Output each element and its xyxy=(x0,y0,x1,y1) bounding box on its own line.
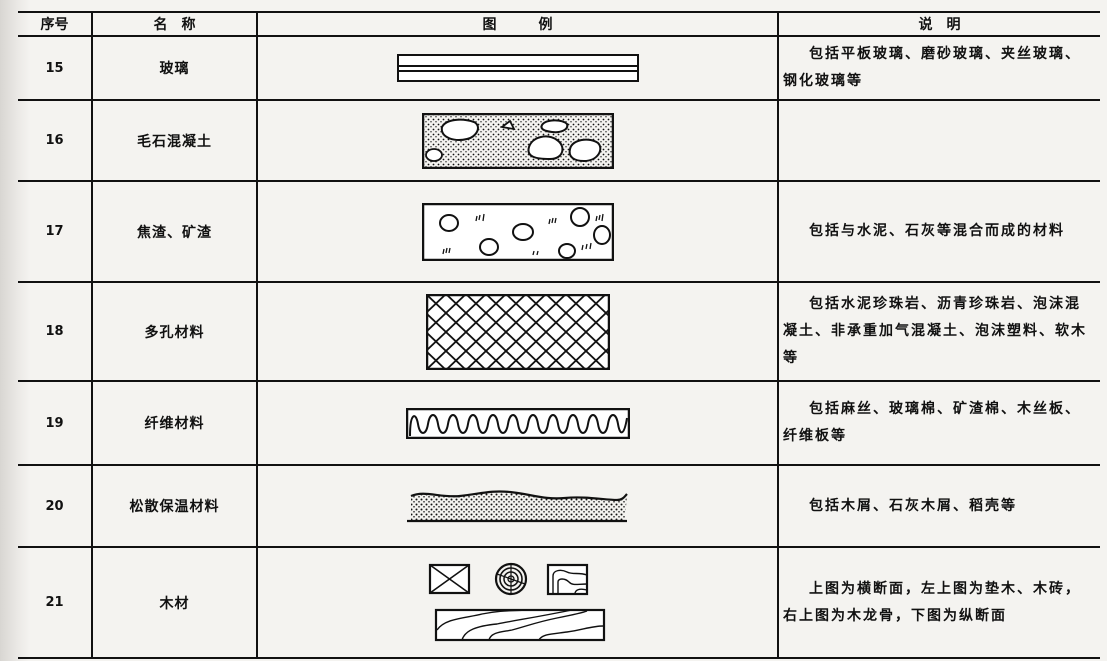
timber-rings-icon xyxy=(494,562,527,595)
table-row: 16 毛石混凝土 xyxy=(18,99,1100,182)
material-name: 毛石混凝土 xyxy=(91,99,257,182)
glass-pattern-icon xyxy=(396,54,639,82)
table-row: 17 焦渣、矿渣 xyxy=(18,180,1100,283)
table-row: 21 木材 xyxy=(18,546,1100,659)
material-description: 包括平板玻璃、磨砂玻璃、夹丝玻璃、钢化玻璃等 xyxy=(777,35,1100,101)
material-description: 包括木屑、石灰木屑、稻壳等 xyxy=(777,464,1100,548)
row-number: 15 xyxy=(18,35,92,101)
table-row: 15 玻璃 包括平板玻璃、磨砂玻璃、夹丝玻璃、钢化玻璃等 xyxy=(18,35,1100,101)
row-number: 18 xyxy=(18,281,92,382)
header-no: 序号 xyxy=(18,11,92,37)
table-row: 18 多孔材料 xyxy=(18,281,1100,382)
timber-joist-icon xyxy=(546,563,588,595)
timber-longitudinal-icon xyxy=(434,608,605,641)
row-number: 21 xyxy=(18,546,92,659)
figure-cell xyxy=(256,546,778,659)
table-row: 19 纤维材料 包括麻丝、玻璃棉、矿渣棉、木丝板、纤维板等 xyxy=(18,380,1100,466)
timber-sections-icon xyxy=(427,560,609,646)
material-name: 玻璃 xyxy=(91,35,257,101)
figure-cell xyxy=(256,99,778,182)
material-name: 纤维材料 xyxy=(91,380,257,466)
material-name: 多孔材料 xyxy=(91,281,257,382)
header-figure: 图 例 xyxy=(256,11,778,37)
row-number: 16 xyxy=(18,99,92,182)
material-description: 包括与水泥、石灰等混合而成的材料 xyxy=(777,180,1100,283)
figure-cell xyxy=(256,281,778,382)
header-name: 名 称 xyxy=(91,11,257,37)
table-row: 20 松散保温材料 xyxy=(18,464,1100,548)
porous-material-crosshatch-icon xyxy=(425,293,610,370)
rubble-concrete-pattern-icon xyxy=(421,112,614,169)
material-description: 上图为横断面，左上图为垫木、木砖，右上图为木龙骨，下图为纵断面 xyxy=(777,546,1100,659)
figure-cell xyxy=(256,35,778,101)
figure-cell xyxy=(256,380,778,466)
cinder-slag-pattern-icon xyxy=(421,202,614,261)
figure-cell xyxy=(256,464,778,548)
row-number: 17 xyxy=(18,180,92,283)
material-description xyxy=(777,99,1100,182)
row-number: 20 xyxy=(18,464,92,548)
figure-cell xyxy=(256,180,778,283)
material-name: 木材 xyxy=(91,546,257,659)
row-number: 19 xyxy=(18,380,92,466)
material-name: 松散保温材料 xyxy=(91,464,257,548)
header-description: 说 明 xyxy=(777,11,1100,37)
material-name: 焦渣、矿渣 xyxy=(91,180,257,283)
material-description: 包括水泥珍珠岩、沥青珍珠岩、泡沫混凝土、非承重加气混凝土、泡沫塑料、软木等 xyxy=(777,281,1100,382)
fiber-material-wave-icon xyxy=(405,407,630,439)
materials-legend-table: 序号 名 称 图 例 说 明 15 玻璃 包括平板玻璃、磨砂玻璃、夹丝玻璃、钢化… xyxy=(18,11,1100,659)
loose-insulation-pattern-icon xyxy=(405,488,631,524)
timber-block-cross-icon xyxy=(428,563,470,594)
table-header-row: 序号 名 称 图 例 说 明 xyxy=(18,11,1100,37)
material-description: 包括麻丝、玻璃棉、矿渣棉、木丝板、纤维板等 xyxy=(777,380,1100,466)
